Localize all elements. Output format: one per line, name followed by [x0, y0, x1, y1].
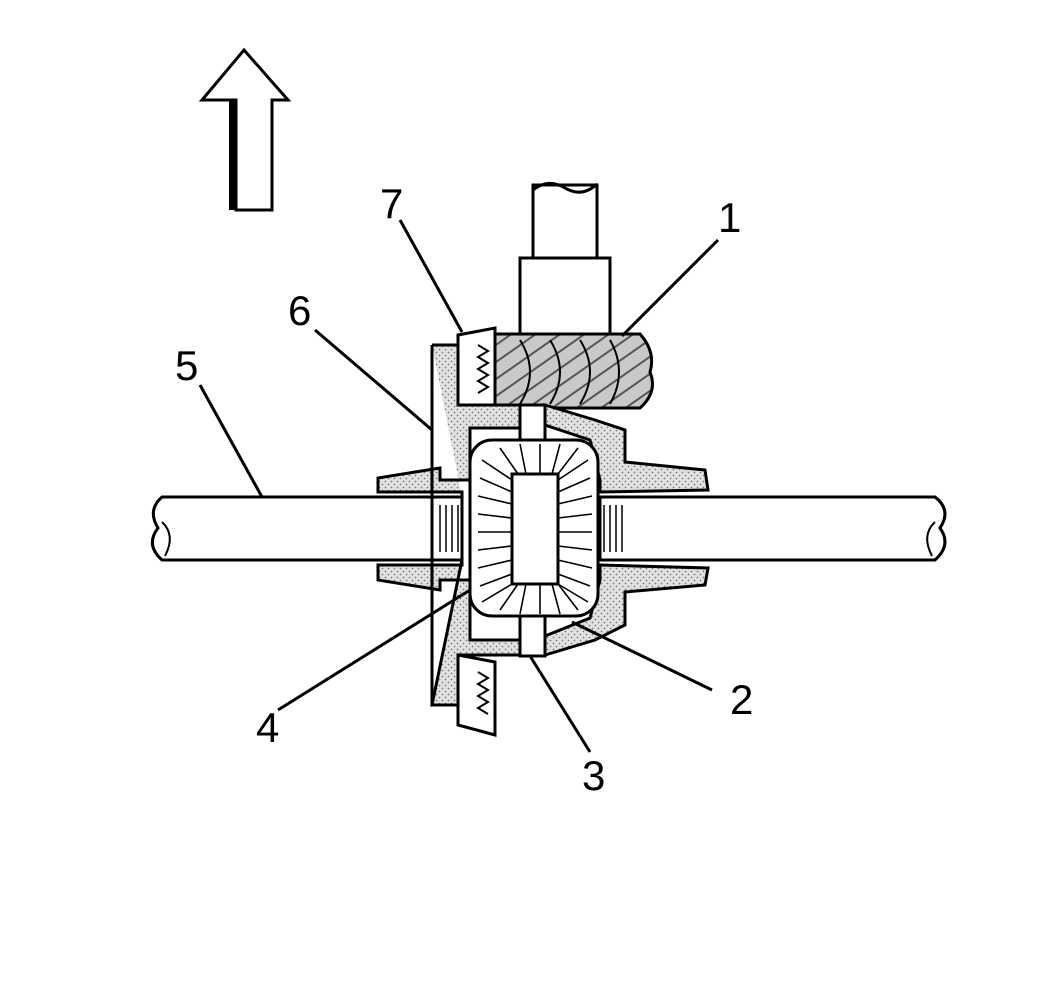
front-direction-arrow: [198, 47, 292, 212]
ring-gear: [456, 326, 497, 737]
callout-7: 7: [380, 180, 403, 227]
axle-shafts: [150, 495, 947, 562]
leader-lines: [198, 219, 720, 753]
callout-labels: 1 2 3 4 5 6 7: [175, 180, 753, 799]
callout-3: 3: [582, 752, 605, 799]
callout-1: 1: [718, 194, 741, 241]
differential-gear-set: [468, 403, 600, 658]
callout-6: 6: [288, 287, 311, 334]
callout-4: 4: [256, 704, 279, 751]
callout-2: 2: [730, 676, 753, 723]
pinion-shaft: [518, 182, 612, 338]
drive-pinion-gear: [488, 332, 654, 410]
callout-5: 5: [175, 342, 198, 389]
